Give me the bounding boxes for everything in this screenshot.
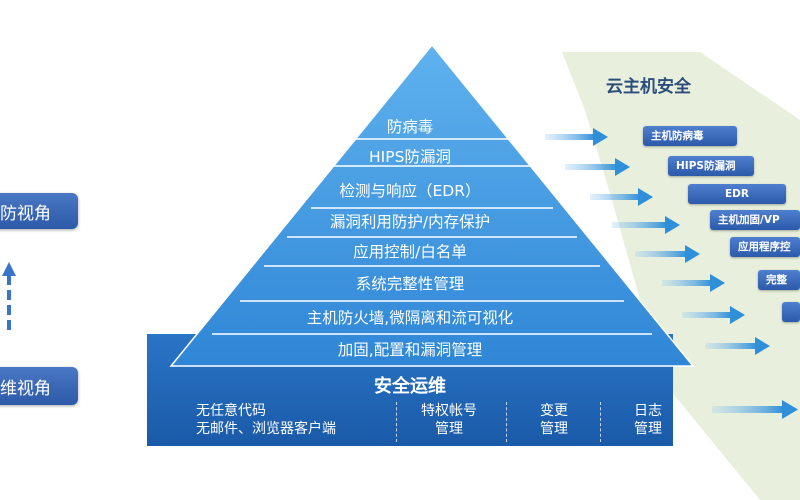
ops-separator-2 (506, 402, 507, 442)
ops-item-code-line1: 无任意代码 (196, 403, 266, 419)
ops-item-privilege: 特权帐号 管理 (404, 402, 494, 438)
pyramid-dividers (212, 138, 652, 335)
left-top-pill: 防视角 (0, 193, 78, 229)
arrow-3 (590, 188, 653, 206)
ops-item-code: 无任意代码 无邮件、浏览器客户端 (196, 402, 386, 438)
ops-item-log: 日志 管理 (608, 402, 688, 438)
ops-separator-1 (396, 402, 397, 442)
arrow-8 (705, 337, 770, 355)
right-arrows (545, 128, 798, 419)
panel-item-hips: HIPS防漏洞 (668, 156, 754, 176)
panel-item-hardening: 主机加固/VP (710, 210, 800, 230)
left-bottom-pill: 维视角 (0, 367, 78, 405)
panel-item-antivirus: 主机防病毒 (643, 126, 737, 146)
ops-item-privilege-line1: 特权帐号 (421, 403, 477, 419)
arrow-9 (712, 400, 798, 419)
ops-item-change: 变更 管理 (514, 402, 594, 438)
ops-item-privilege-line2: 管理 (435, 421, 463, 437)
layer-label-8: 加固,配置和漏洞管理 (337, 341, 483, 359)
pyramid (169, 43, 695, 367)
ops-item-change-line2: 管理 (540, 421, 568, 437)
panel-item-edr: EDR (688, 184, 786, 204)
panel-item-app-control: 应用程序控 (730, 237, 800, 257)
panel-item-integrity: 完整 (758, 270, 800, 290)
arrow-6 (662, 274, 725, 292)
ops-item-code-line2: 无邮件、浏览器客户端 (196, 421, 336, 437)
panel-item-partial (782, 302, 800, 322)
arrow-4 (612, 216, 680, 234)
ops-item-log-line2: 管理 (634, 421, 662, 437)
layer-label-2: HIPS防漏洞 (369, 148, 451, 166)
arrow-2 (565, 158, 630, 176)
cloud-panel-title: 云主机安全 (606, 77, 691, 97)
arrow-5 (635, 245, 700, 263)
left-up-arrow (2, 262, 16, 330)
arrow-1 (545, 128, 608, 146)
layer-label-6: 系统完整性管理 (355, 275, 465, 293)
layer-label-5: 应用控制/白名单 (353, 243, 467, 261)
operations-title: 安全运维 (374, 376, 446, 397)
ops-item-log-line1: 日志 (634, 403, 662, 419)
ops-item-change-line1: 变更 (540, 403, 568, 419)
layer-label-1: 防病毒 (386, 118, 434, 136)
layer-label-3: 检测与响应（EDR） (339, 182, 481, 200)
arrow-7 (682, 306, 745, 324)
left-bottom-label: 维视角 (0, 378, 51, 399)
layer-label-7: 主机防火墙,微隔离和流可视化 (306, 309, 514, 327)
left-top-label: 防视角 (0, 203, 51, 224)
ops-separator-3 (600, 402, 601, 442)
layer-label-4: 漏洞利用防护/内存保护 (329, 213, 491, 231)
